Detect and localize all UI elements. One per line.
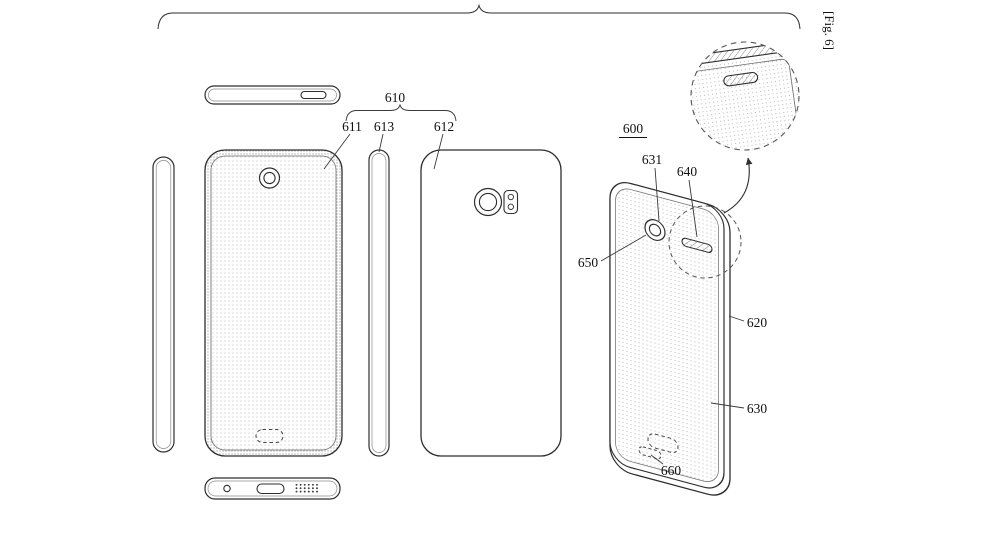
- front-display-area: [210, 155, 337, 451]
- front-home-button: [255, 429, 284, 443]
- flash-led-2: [507, 203, 514, 210]
- label-620: 620: [747, 315, 768, 330]
- speaker-grille: [295, 483, 318, 493]
- mic-hole: [223, 484, 231, 493]
- back-view: [420, 149, 562, 457]
- label-610: 610: [385, 90, 406, 105]
- detail-bubble-ring: [690, 41, 800, 151]
- figure-tag: [Fig. 6]: [822, 11, 837, 50]
- detail-receiver-slot: [723, 71, 759, 87]
- bottom-connector: [638, 446, 662, 460]
- leader-613: [378, 133, 384, 153]
- side-view-inner-line: [371, 153, 387, 453]
- detail-face: [691, 51, 799, 150]
- top-view: [204, 85, 341, 105]
- label-612: 612: [434, 119, 454, 134]
- left-side-view: [152, 156, 175, 453]
- label-600: 600: [623, 121, 644, 136]
- leader-620: [728, 315, 745, 322]
- front-camera-lens: [263, 171, 276, 185]
- usb-port: [256, 483, 285, 495]
- label-613: 613: [374, 119, 395, 134]
- side-view: [368, 149, 390, 457]
- leader-650: [600, 234, 647, 262]
- leader-lines: [323, 104, 745, 465]
- perspective-view: [609, 182, 731, 496]
- camera-3d-lens: [648, 223, 662, 237]
- corner-detail-circle: [668, 205, 742, 279]
- leader-630: [710, 402, 745, 409]
- leader-640: [688, 179, 698, 238]
- top-slot: [300, 90, 327, 100]
- bottom-view-inner-line: [207, 480, 338, 497]
- left-side-inner-line: [155, 160, 172, 449]
- receiver-slot: [681, 237, 713, 253]
- label-631: 631: [642, 152, 662, 167]
- flash-module: [503, 189, 519, 215]
- top-view-inner-line: [208, 88, 337, 102]
- figure-brace: [157, 3, 801, 30]
- display-area-3d: [615, 188, 719, 482]
- label-611: 611: [342, 119, 362, 134]
- label-630: 630: [747, 401, 768, 416]
- front-view: [204, 149, 343, 457]
- brace-610: [345, 104, 457, 122]
- leader-611: [323, 133, 351, 170]
- label-660: 660: [661, 463, 682, 478]
- leader-631: [654, 167, 660, 222]
- magnifier-arrow: [723, 157, 753, 214]
- leader-612: [433, 133, 444, 170]
- leader-660: [650, 454, 664, 465]
- label-640: 640: [677, 164, 698, 179]
- rear-camera-lens: [478, 192, 498, 212]
- label-650: 650: [578, 255, 599, 270]
- flash-led-1: [507, 193, 514, 201]
- reference-numerals: 610 611 613 612 600 631 640 650 620 630 …: [342, 90, 767, 478]
- home-button-3d: [647, 433, 679, 454]
- bottom-view: [204, 477, 341, 500]
